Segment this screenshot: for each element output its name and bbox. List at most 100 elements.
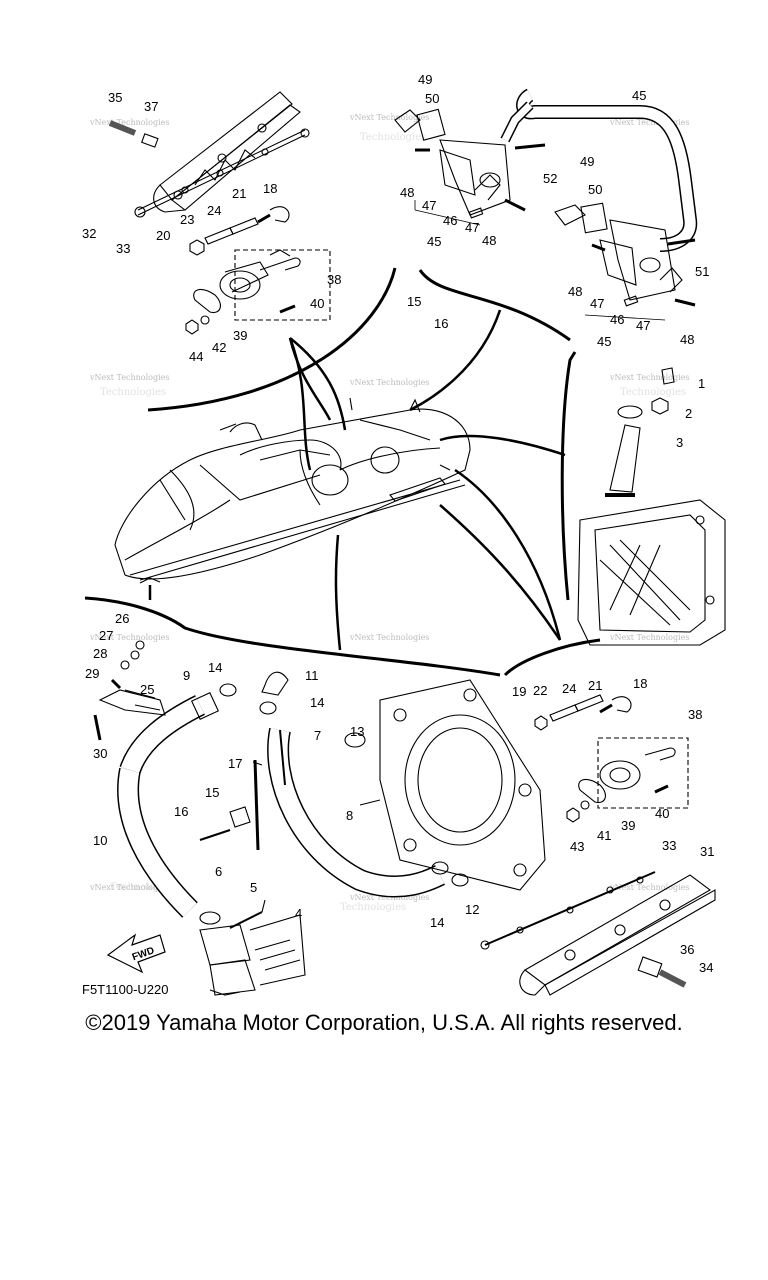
bracket-parts-left xyxy=(93,640,166,741)
callout-30: 30 xyxy=(93,746,107,761)
watermark: vNext Technologies xyxy=(89,883,169,892)
watermark: vNext Technologies xyxy=(609,883,689,892)
diagram-code: F5T1100-U220 xyxy=(82,982,168,997)
watermark: vNext Technologies xyxy=(89,633,169,642)
callout-42: 42 xyxy=(212,340,226,355)
callout-50a: 50 xyxy=(425,91,439,106)
bracket-assemblies-top-right xyxy=(394,88,698,321)
callout-45b: 45 xyxy=(427,234,441,249)
copyright-notice: ©2019 Yamaha Motor Corporation, U.S.A. A… xyxy=(85,1010,683,1035)
watermark: Technologies xyxy=(340,902,406,913)
callout-18b: 18 xyxy=(633,676,647,691)
callout-48d: 48 xyxy=(680,332,694,347)
callout-32: 32 xyxy=(82,226,96,241)
callout-9: 9 xyxy=(183,668,190,683)
callout-41: 41 xyxy=(597,828,611,843)
callout-46b: 46 xyxy=(610,312,624,327)
callout-36: 36 xyxy=(680,942,694,957)
callout-14a: 14 xyxy=(208,660,222,675)
watermark: vNext Technologies xyxy=(609,373,689,382)
watermark: vNext Technologies xyxy=(349,113,429,122)
hoses-left xyxy=(117,671,306,996)
callout-1: 1 xyxy=(698,376,705,391)
watermark: Technologies xyxy=(110,882,176,893)
watermark: Technologies xyxy=(360,132,426,143)
callout-4: 4 xyxy=(295,906,302,921)
watermark: Technologies xyxy=(100,387,166,398)
callout-31: 31 xyxy=(700,844,714,859)
callout-38a: 38 xyxy=(327,272,341,287)
callout-11: 11 xyxy=(305,668,319,683)
callout-45a: 45 xyxy=(632,88,646,103)
watermark: vNext Technologies xyxy=(609,118,689,127)
fwd-arrow: FWD xyxy=(106,933,166,974)
rail-assembly-bottom-right xyxy=(480,694,716,996)
callout-39b: 39 xyxy=(621,818,635,833)
callout-26: 26 xyxy=(115,611,129,626)
callout-3: 3 xyxy=(676,435,683,450)
callout-17: 17 xyxy=(228,756,242,771)
watermark: vNext Technologies xyxy=(349,378,429,387)
callout-15a: 15 xyxy=(407,294,421,309)
callout-40a: 40 xyxy=(310,296,324,311)
callout-2: 2 xyxy=(685,406,692,421)
callout-21a: 21 xyxy=(232,186,246,201)
callout-48c: 48 xyxy=(568,284,582,299)
callout-51: 51 xyxy=(695,264,709,279)
callout-7: 7 xyxy=(314,728,321,743)
callout-49b: 49 xyxy=(580,154,594,169)
callout-33a: 33 xyxy=(116,241,130,256)
callout-39a: 39 xyxy=(233,328,247,343)
watermarks: Technologies Technologies Technologies T… xyxy=(89,113,689,913)
parts-diagram: Technologies Technologies Technologies T… xyxy=(82,72,726,997)
callout-37: 37 xyxy=(144,99,158,114)
callout-18a: 18 xyxy=(263,181,277,196)
callout-47c: 47 xyxy=(590,296,604,311)
callout-48b: 48 xyxy=(482,233,496,248)
callout-34: 34 xyxy=(699,960,713,975)
callout-47b: 47 xyxy=(465,220,479,235)
callout-25: 25 xyxy=(140,682,154,697)
callout-14c: 14 xyxy=(430,915,444,930)
hose-center xyxy=(267,727,469,898)
callout-46a: 46 xyxy=(443,213,457,228)
callout-24b: 24 xyxy=(562,681,576,696)
callout-40b: 40 xyxy=(655,806,669,821)
callout-48a: 48 xyxy=(400,185,414,200)
callout-49a: 49 xyxy=(418,72,432,87)
callout-20: 20 xyxy=(156,228,170,243)
leader-arrows xyxy=(148,309,566,651)
jet-pump-right xyxy=(577,367,726,646)
callout-22: 22 xyxy=(533,683,547,698)
watermark: Technologies xyxy=(620,387,686,398)
callout-35: 35 xyxy=(108,90,122,105)
callout-27: 27 xyxy=(99,628,113,643)
mount-plate-center xyxy=(359,679,546,891)
jet-ski-hull xyxy=(114,397,471,584)
callout-29: 29 xyxy=(85,666,99,681)
callout-6: 6 xyxy=(215,864,222,879)
callout-14b: 14 xyxy=(310,695,324,710)
callout-45c: 45 xyxy=(597,334,611,349)
watermark: vNext Technologies xyxy=(89,118,169,127)
callout-38b: 38 xyxy=(688,707,702,722)
callout-24a: 24 xyxy=(207,203,221,218)
callout-10: 10 xyxy=(93,833,107,848)
section-dividers xyxy=(84,267,601,677)
callout-15b: 15 xyxy=(205,785,219,800)
watermark: vNext Technologies xyxy=(349,633,429,642)
rail-assembly-top-left xyxy=(108,91,310,218)
callout-43: 43 xyxy=(570,839,584,854)
callout-16a: 16 xyxy=(434,316,448,331)
callout-5: 5 xyxy=(250,880,257,895)
callout-labels: 1 2 3 4 5 6 7 8 9 10 11 12 13 14 14 14 1… xyxy=(82,72,714,975)
callout-50b: 50 xyxy=(588,182,602,197)
callout-8: 8 xyxy=(346,808,353,823)
callout-44: 44 xyxy=(189,349,203,364)
callout-19: 19 xyxy=(512,684,526,699)
callout-33b: 33 xyxy=(662,838,676,853)
callout-16b: 16 xyxy=(174,804,188,819)
callout-47d: 47 xyxy=(636,318,650,333)
callout-21b: 21 xyxy=(588,678,602,693)
watermark: vNext Technologies xyxy=(609,633,689,642)
